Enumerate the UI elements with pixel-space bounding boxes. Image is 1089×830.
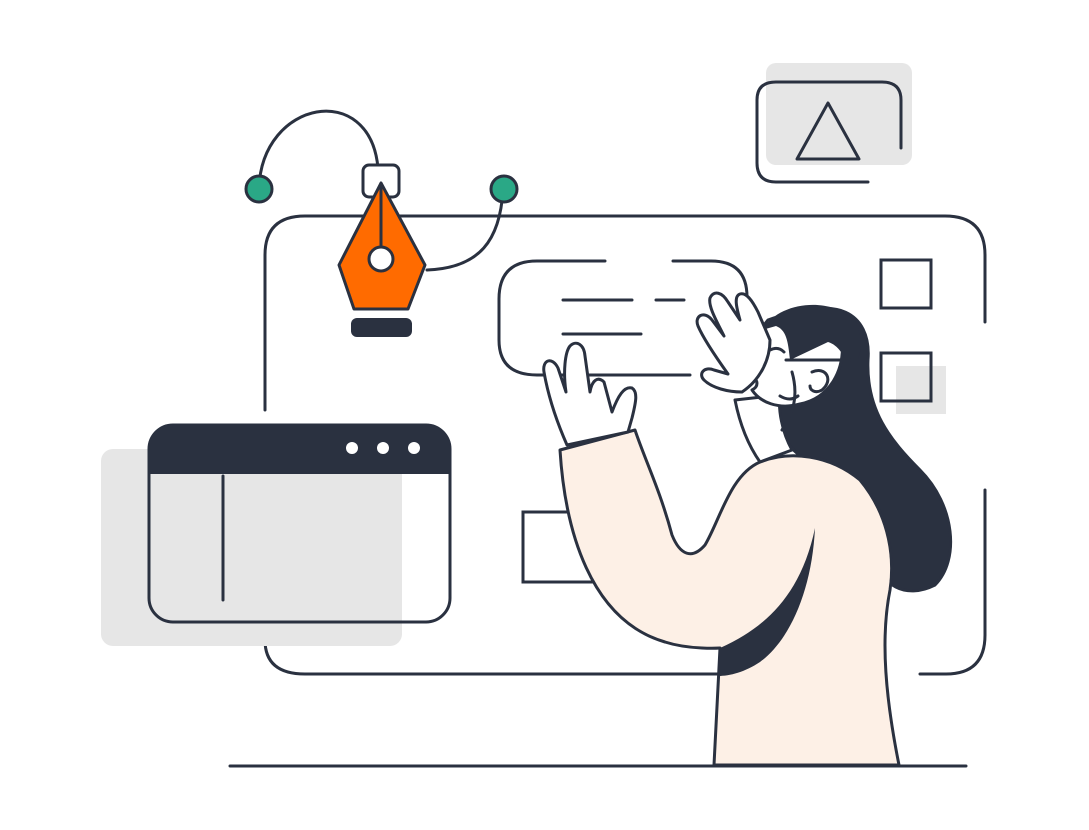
window-dot [377,442,389,454]
checkbox-icon [879,351,933,403]
triangle-icon [795,101,861,161]
window-dot [408,442,420,454]
checkbox-icon [879,258,933,310]
person-character [542,291,953,767]
triangle-shape-card [755,63,912,184]
bezier-anchor-left [244,174,274,204]
window-dot [346,442,358,454]
checkbox-list [879,258,946,414]
bezier-anchor-right [489,174,519,204]
canvas-frame [263,214,987,676]
pen-tool-icon [244,109,519,337]
browser-window-icon [101,423,452,646]
